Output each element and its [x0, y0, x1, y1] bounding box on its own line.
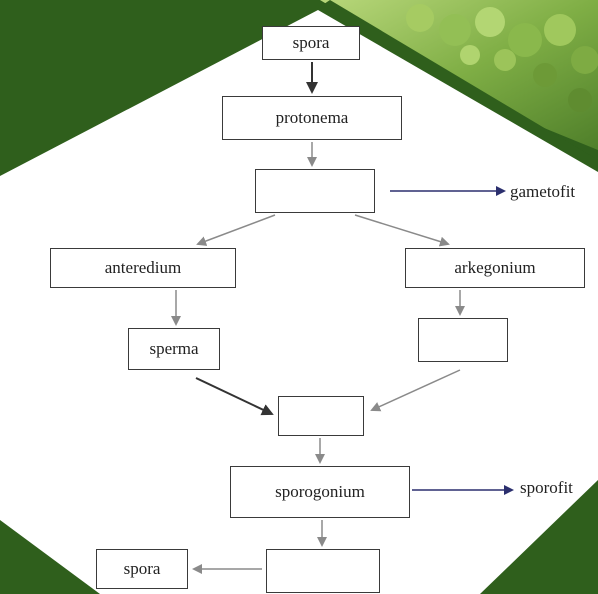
node-protonema: protonema	[222, 96, 402, 140]
node-gametofit-stage	[255, 169, 375, 213]
node-arkegonium: arkegonium	[405, 248, 585, 288]
node-anteredium: anteredium	[50, 248, 236, 288]
node-capsule	[266, 549, 380, 593]
node-sperma: sperma	[128, 328, 220, 370]
node-ovum	[418, 318, 508, 362]
node-zygote	[278, 396, 364, 436]
label-gametofit: gametofit	[510, 182, 575, 202]
node-sporogonium: sporogonium	[230, 466, 410, 518]
label-sporofit: sporofit	[520, 478, 573, 498]
node-spora-bottom: spora	[96, 549, 188, 589]
node-spora-top: spora	[262, 26, 360, 60]
